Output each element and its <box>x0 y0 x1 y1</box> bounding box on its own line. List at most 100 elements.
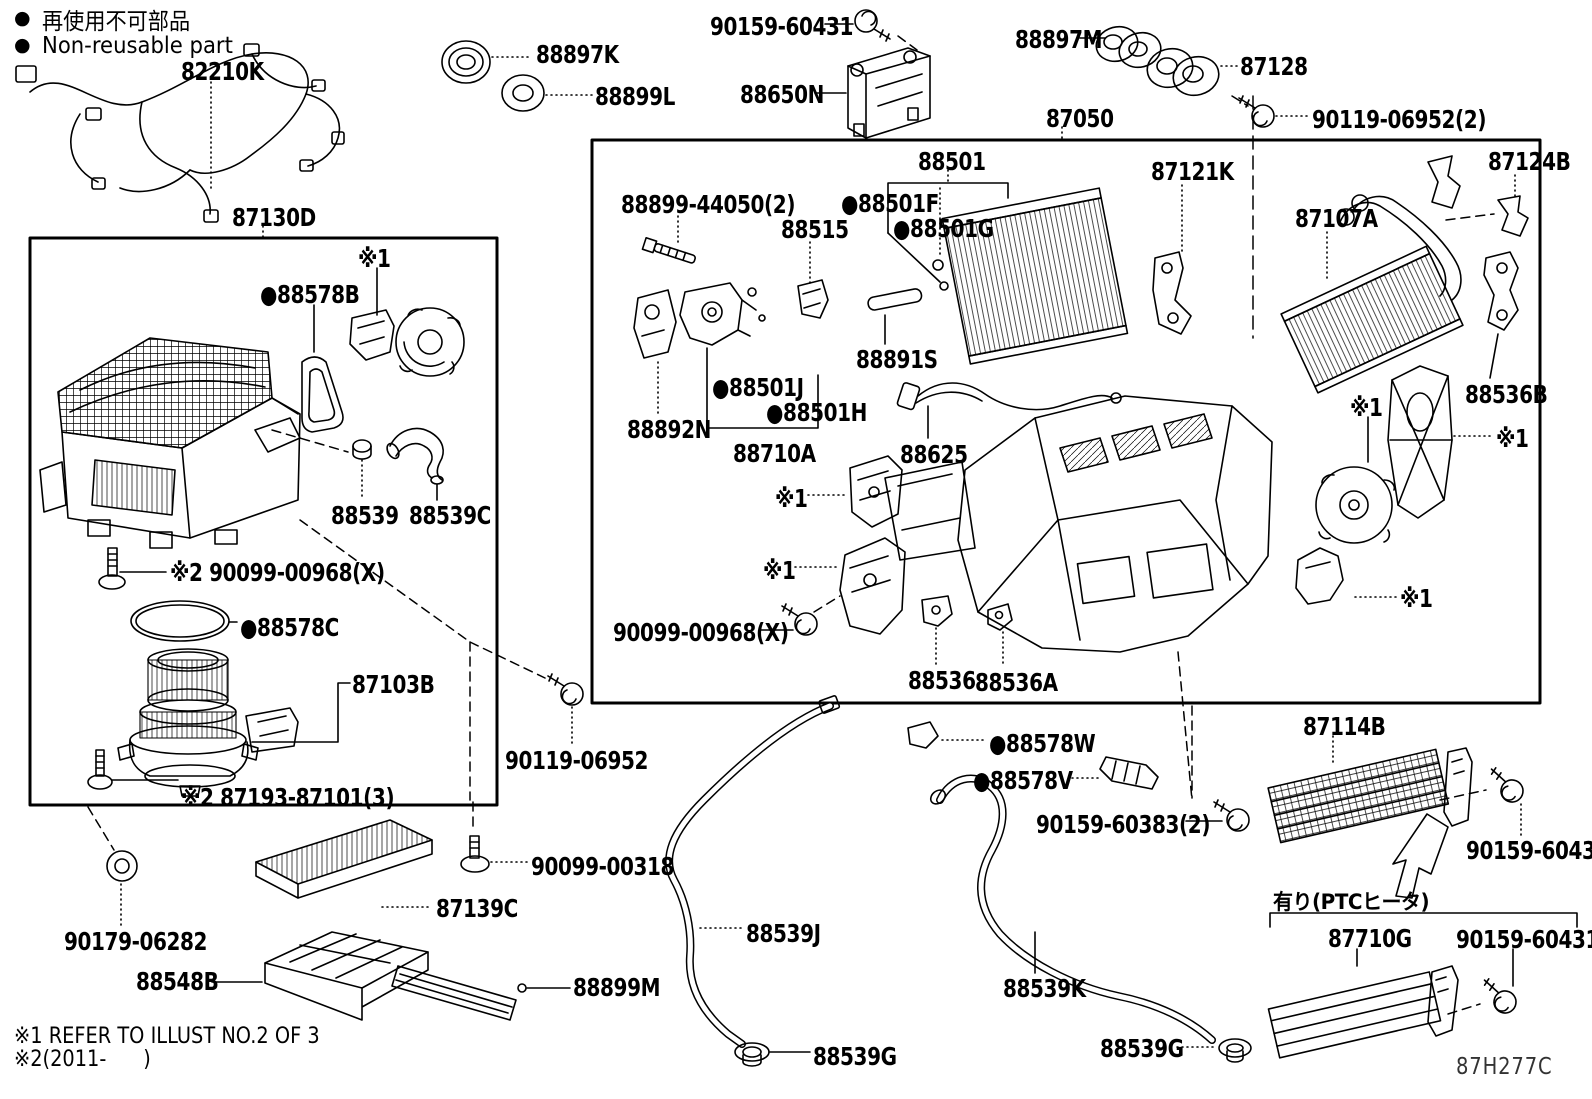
part-label: 88501 <box>918 147 986 176</box>
grommet-88897m <box>1079 25 1162 69</box>
heater-core-87107a <box>1280 194 1464 394</box>
part-label: ※1 <box>775 484 808 513</box>
non-reusable-bullet-icon: ● <box>14 34 31 56</box>
tray-88548b <box>211 931 429 1021</box>
part-label: 90159-60431 <box>1466 836 1592 865</box>
part-label: ※2 90099-00968(X) <box>170 558 385 587</box>
part-label: ●88578W <box>989 729 1096 758</box>
screw-90119-06952-top <box>1231 95 1309 128</box>
clamp-88536a <box>987 603 1013 667</box>
part-label: ※1 <box>1496 424 1529 453</box>
grommet-88539 <box>352 439 372 501</box>
amplifier-88650n <box>814 47 931 139</box>
seal-88578b <box>301 304 344 433</box>
part-label: ※1 <box>763 556 796 585</box>
grommet-90179-06282 <box>106 850 138 927</box>
pipe-88539k <box>929 774 1252 1063</box>
part-label: 88899-44050(2) <box>621 190 796 219</box>
screw-90099-00318 <box>460 801 529 873</box>
part-label: 88515 <box>781 215 849 244</box>
part-label: 88548B <box>136 967 219 996</box>
part-label: 88539J <box>746 919 821 948</box>
servo-x1-upper <box>807 455 903 528</box>
part-label: ●88578V <box>973 766 1073 795</box>
retainer-88515 <box>797 241 829 319</box>
grommet-88899l <box>501 74 593 112</box>
actuator-88892n <box>633 289 677 415</box>
explode-line-case-to-screw <box>1177 651 1193 801</box>
grommet-88897k <box>441 40 533 84</box>
part-label: 87130D <box>232 203 316 232</box>
screw-90159-60431-top <box>824 9 918 51</box>
subassembly-box-87130d <box>28 236 499 807</box>
bolt-88899-44050 <box>641 215 696 264</box>
screw-90099-00968-box1 <box>98 547 167 590</box>
clamp-88578w <box>907 721 987 749</box>
part-label: 88539G <box>813 1042 897 1071</box>
part-label: 88539G <box>1100 1034 1184 1063</box>
part-label: 87710G <box>1328 924 1412 953</box>
servo-x1-box1 <box>349 267 395 361</box>
part-label: 90099-00318 <box>531 852 675 881</box>
part-label: 88536A <box>975 668 1058 697</box>
frame-x1-right <box>1387 365 1493 519</box>
part-label: 87128 <box>1240 52 1308 81</box>
part-label: 87139C <box>436 894 518 923</box>
motor-cap <box>395 307 465 377</box>
blower-motor-87103b <box>117 648 351 797</box>
explode-line-grommet <box>87 806 115 851</box>
subassembly-box-87050 <box>590 138 1542 705</box>
servo-x1-lower <box>794 537 906 635</box>
legend-text-en: Non-reusable part <box>41 32 233 59</box>
part-label: 88625 <box>900 440 968 469</box>
part-label: ●88578C <box>240 613 339 642</box>
grommet-87128 <box>1146 47 1254 339</box>
oring-88578c <box>130 600 238 642</box>
filter-87139c <box>255 819 433 908</box>
legend-text-jp: 再使用不可部品 <box>41 8 190 35</box>
part-label: 82210K <box>181 57 264 86</box>
part-label: 90179-06282 <box>64 927 208 956</box>
ptc-heater-87114b <box>1267 735 1473 844</box>
pipe-88891s <box>867 288 923 345</box>
bracket-88710a <box>679 282 819 429</box>
harness-88625 <box>896 382 1122 439</box>
part-label: ●88501F <box>841 189 939 218</box>
part-label: 90119-06952(2) <box>1312 105 1487 134</box>
bracket-87121k <box>1152 184 1192 335</box>
part-label: ●88501G <box>893 214 994 243</box>
screw-90159-60383 <box>1185 705 1250 832</box>
part-label: 90159-60431 <box>1456 925 1592 954</box>
part-label: 有り(PTCヒータ) <box>1273 890 1430 914</box>
part-label: 90159-60383(2) <box>1036 810 1211 839</box>
screw-90159-60431-mid <box>1439 766 1528 837</box>
part-label: ●88578B <box>260 280 360 309</box>
valve-88578v <box>1071 756 1159 790</box>
part-label: ※1 <box>1350 393 1383 422</box>
part-label: 88710A <box>733 439 816 468</box>
part-label: 88650N <box>740 80 824 109</box>
part-label: ※2 87193-87101(3) <box>181 783 395 812</box>
legend-row-en: ● Non-reusable part <box>14 32 249 59</box>
part-label: 87050 <box>1046 104 1114 133</box>
legend: ● 再使用不可部品 ● Non-reusable part <box>14 5 249 59</box>
part-label: 87107A <box>1295 204 1378 233</box>
part-label: 88899M <box>573 973 661 1002</box>
part-label: 90099-00968(X) <box>613 618 789 647</box>
part-label: 88891S <box>856 345 938 374</box>
non-reusable-bullet-icon: ● <box>14 7 31 29</box>
part-label: ※2(2011- ) <box>14 1047 151 1072</box>
evaporator-88501 <box>941 187 1129 365</box>
bracket-x1-bottomright <box>1295 547 1397 605</box>
part-label: 88897M <box>1015 25 1103 54</box>
part-label: 88536 <box>908 666 976 695</box>
hvac-case <box>884 395 1273 653</box>
part-label: 88539K <box>1003 974 1086 1003</box>
part-label: 87114B <box>1303 712 1386 741</box>
part-label: 87H277C <box>1456 1054 1553 1080</box>
explode-line-88539 <box>271 429 349 453</box>
servo-x1-round <box>1315 416 1396 544</box>
part-label: ※1 REFER TO ILLUST NO.2 OF 3 <box>14 1024 320 1049</box>
ptc-heater-87710g <box>1267 948 1521 1059</box>
